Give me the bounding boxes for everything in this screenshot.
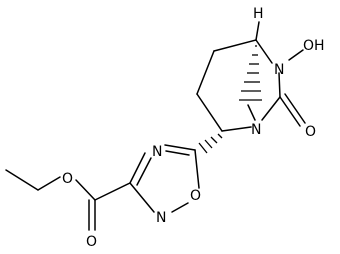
bond-ester-c-o-single — [75, 179, 96, 201]
atom-label-o-ester-carbonyl: O — [86, 234, 97, 250]
bond-n-ring-oh — [288, 49, 304, 61]
atom-label-n-ring: N — [274, 62, 284, 78]
bond-c1-h — [255, 21, 260, 41]
atom-label-n-oxadiazole-bottom: N — [156, 210, 166, 226]
bond-c5-n4 — [164, 144, 196, 151]
hashed-wedge-bond — [198, 133, 223, 154]
bond-n4-c3-double — [136, 157, 152, 186]
bond-c3-c4 — [196, 93, 223, 132]
bond-c4-n-bridge — [221, 126, 252, 132]
atom-label-o-ester: O — [62, 171, 73, 187]
atom-label-o-carbonyl: O — [305, 124, 316, 140]
bond-bridge-to-n — [247, 104, 256, 121]
atom-label-n-oxadiazole-top: N — [152, 144, 162, 160]
bond-n-bridge-c-carbonyl — [261, 96, 281, 121]
atom-label-n-bridge: N — [251, 122, 261, 138]
bond-c1-c2 — [213, 39, 257, 52]
bond-n-ring-c-carbonyl — [278, 72, 281, 98]
bond-carbonyl-1 — [279, 96, 301, 127]
bond-ch2-ch3 — [5, 169, 39, 191]
hashed-bridge-bond — [239, 45, 262, 101]
bond-carbonyl-2 — [284, 93, 306, 124]
atom-label-o-oxadiazole: O — [190, 188, 201, 204]
atom-label-h: H — [253, 6, 264, 22]
bond-n2-o1 — [171, 202, 189, 213]
bond-c5-n4-double — [165, 150, 190, 156]
bond-c3-c-ester — [94, 182, 131, 201]
bond-o-ch2 — [37, 176, 61, 191]
bond-c3-n2 — [129, 182, 155, 213]
bond-o1-c5 — [194, 149, 200, 189]
bond-n4-c3 — [129, 152, 146, 184]
atom-label-oh: OH — [303, 38, 325, 54]
bond-c1-n-ring — [255, 39, 273, 64]
bond-c2-c3 — [196, 50, 215, 95]
